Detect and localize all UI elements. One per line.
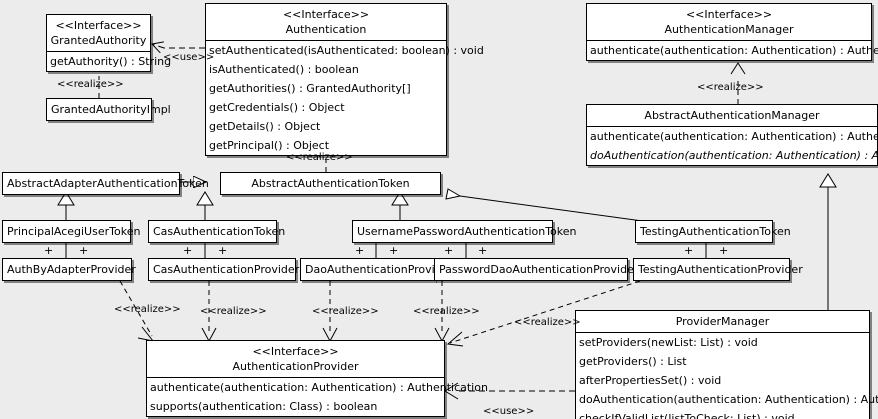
class-name: AuthenticationProvider (232, 360, 359, 373)
assoc-plus-testing-right: + (719, 244, 729, 257)
edge-generalization-testing-token (445, 188, 651, 223)
class-stereotype: <<Interface>> (685, 8, 773, 21)
method-row: authenticate(authentication: Authenticat… (590, 130, 878, 143)
edge-generalization-principal-token (57, 191, 75, 220)
edge-label-realize-authbyadapter: <<realize>> (114, 304, 181, 315)
method-row: setAuthenticated(isAuthenticated: boolea… (209, 44, 484, 57)
class-stereotype: <<Interface>> (55, 19, 142, 32)
assoc-plus-principal-right: + (79, 244, 89, 257)
class-name: DaoAuthenticationProvider (305, 263, 453, 276)
class-name: GrantedAuthorityImpl (51, 103, 171, 116)
class-name: GrantedAuthority (50, 34, 147, 47)
edge-label-use-granted-authority: <<use>> (163, 52, 215, 63)
class-name: AbstractAuthenticationToken (251, 177, 410, 190)
assoc-plus-pdao-left: + (444, 244, 454, 257)
edge-generalization-provider-manager (819, 173, 837, 310)
assoc-plus-principal-left: + (44, 244, 54, 257)
methods-compartment: setProviders(newList: List) : void getPr… (576, 332, 878, 419)
class-dao-authentication-provider[interactable]: DaoAuthenticationProvider (300, 258, 453, 281)
method-row: doAuthentication(authentication: Authent… (579, 393, 878, 406)
class-name: CasAuthenticationToken (153, 225, 286, 238)
class-granted-authority-impl[interactable]: GrantedAuthorityImpl (46, 98, 171, 121)
method-row: getAuthorities() : GrantedAuthority[] (209, 82, 411, 95)
assoc-plus-cas-left: + (183, 244, 193, 257)
assoc-plus-cas-right: + (218, 244, 228, 257)
assoc-plus-pdao-right: + (478, 244, 488, 257)
class-cas-authentication-provider[interactable]: CasAuthenticationProvider (148, 258, 300, 281)
methods-compartment: getAuthority() : String (47, 51, 172, 71)
class-name: AbstractAdapterAuthenticationToken (7, 177, 209, 190)
class-testing-authentication-token[interactable]: TestingAuthenticationToken (635, 220, 791, 243)
class-name: PasswordDaoAuthenticationProvider (439, 263, 639, 276)
assoc-plus-dao-left: + (355, 244, 365, 257)
class-authentication[interactable]: <<Interface>> Authentication setAuthenti… (205, 3, 484, 156)
class-name: Authentication (285, 23, 367, 36)
edge-generalization-username-token (391, 191, 409, 220)
method-row: getProviders() : List (579, 355, 687, 368)
class-abstract-authentication-token[interactable]: AbstractAuthenticationToken (220, 172, 441, 195)
edge-label-realize-cas: <<realize>> (200, 306, 267, 317)
edge-label-realize-granted-authority: <<realize>> (57, 79, 124, 90)
class-name: CasAuthenticationProvider (153, 263, 300, 276)
methods-compartment: authenticate(authentication: Authenticat… (147, 377, 488, 416)
class-provider-manager[interactable]: ProviderManager setProviders(newList: Li… (575, 310, 878, 419)
class-abstract-authentication-manager[interactable]: AbstractAuthenticationManager authentica… (586, 104, 878, 166)
methods-compartment: authenticate(authentication: Authenticat… (587, 126, 878, 165)
class-name: AuthByAdapterProvider (7, 263, 136, 276)
class-granted-authority[interactable]: <<Interface>> GrantedAuthority getAuthor… (46, 14, 172, 72)
class-name: TestingAuthenticationProvider (638, 263, 803, 276)
class-name: TestingAuthenticationToken (640, 225, 791, 238)
class-stereotype: <<Interface>> (282, 8, 370, 21)
class-abstract-adapter-authentication-token[interactable]: AbstractAdapterAuthenticationToken (2, 172, 209, 195)
method-row: isAuthenticated() : boolean (209, 63, 359, 76)
method-row: getAuthority() : String (50, 55, 172, 68)
class-name: AuthenticationManager (664, 23, 794, 36)
assoc-plus-dao-right: + (389, 244, 399, 257)
class-stereotype: <<Interface>> (252, 345, 339, 358)
method-row: afterPropertiesSet() : void (579, 374, 722, 387)
class-authentication-manager[interactable]: <<Interface>> AuthenticationManager auth… (586, 3, 878, 61)
assoc-plus-testing-left: + (684, 244, 694, 257)
method-row: getPrincipal() : Object (209, 139, 330, 152)
method-row: doAuthentication(authentication: Authent… (590, 149, 878, 162)
method-row: setProviders(newList: List) : void (579, 336, 758, 349)
methods-compartment: setAuthenticated(isAuthenticated: boolea… (206, 40, 484, 155)
edge-label-use-provider-manager: <<use>> (483, 406, 535, 417)
edge-label-realize-testing: <<realize>> (514, 317, 581, 328)
edge-use-granted-authority (152, 44, 205, 48)
method-row: checkIfValidList(listToCheck: List) : vo… (579, 412, 795, 419)
edge-label-realize-authentication: <<realize>> (286, 152, 353, 163)
method-row: getCredentials() : Object (209, 101, 345, 114)
methods-compartment: authenticate(authentication: Authenticat… (587, 40, 878, 60)
method-row: supports(authentication: Class) : boolea… (150, 400, 378, 413)
class-authentication-provider[interactable]: <<Interface>> AuthenticationProvider aut… (146, 340, 488, 417)
method-row: getDetails() : Object (209, 120, 321, 133)
class-name: ProviderManager (675, 315, 770, 328)
method-row: authenticate(authentication: Authenticat… (590, 44, 878, 57)
class-username-password-authentication-token[interactable]: UsernamePasswordAuthenticationToken (352, 220, 577, 243)
class-cas-authentication-token[interactable]: CasAuthenticationToken (148, 220, 286, 243)
class-name: UsernamePasswordAuthenticationToken (357, 225, 577, 238)
method-row: authenticate(authentication: Authenticat… (150, 381, 488, 394)
edge-generalization-cas-token (196, 191, 214, 220)
class-name: PrincipalAcegiUserToken (7, 225, 141, 238)
edge-label-realize-authentication-manager: <<realize>> (697, 82, 764, 93)
edge-label-realize-passworddao: <<realize>> (413, 306, 480, 317)
class-principal-acegi-user-token[interactable]: PrincipalAcegiUserToken (2, 220, 141, 243)
class-testing-authentication-provider[interactable]: TestingAuthenticationProvider (633, 258, 803, 281)
class-password-dao-authentication-provider[interactable]: PasswordDaoAuthenticationProvider (434, 258, 639, 281)
class-auth-by-adapter-provider[interactable]: AuthByAdapterProvider (2, 258, 136, 281)
edge-label-realize-dao: <<realize>> (312, 306, 379, 317)
class-name: AbstractAuthenticationManager (644, 109, 820, 122)
